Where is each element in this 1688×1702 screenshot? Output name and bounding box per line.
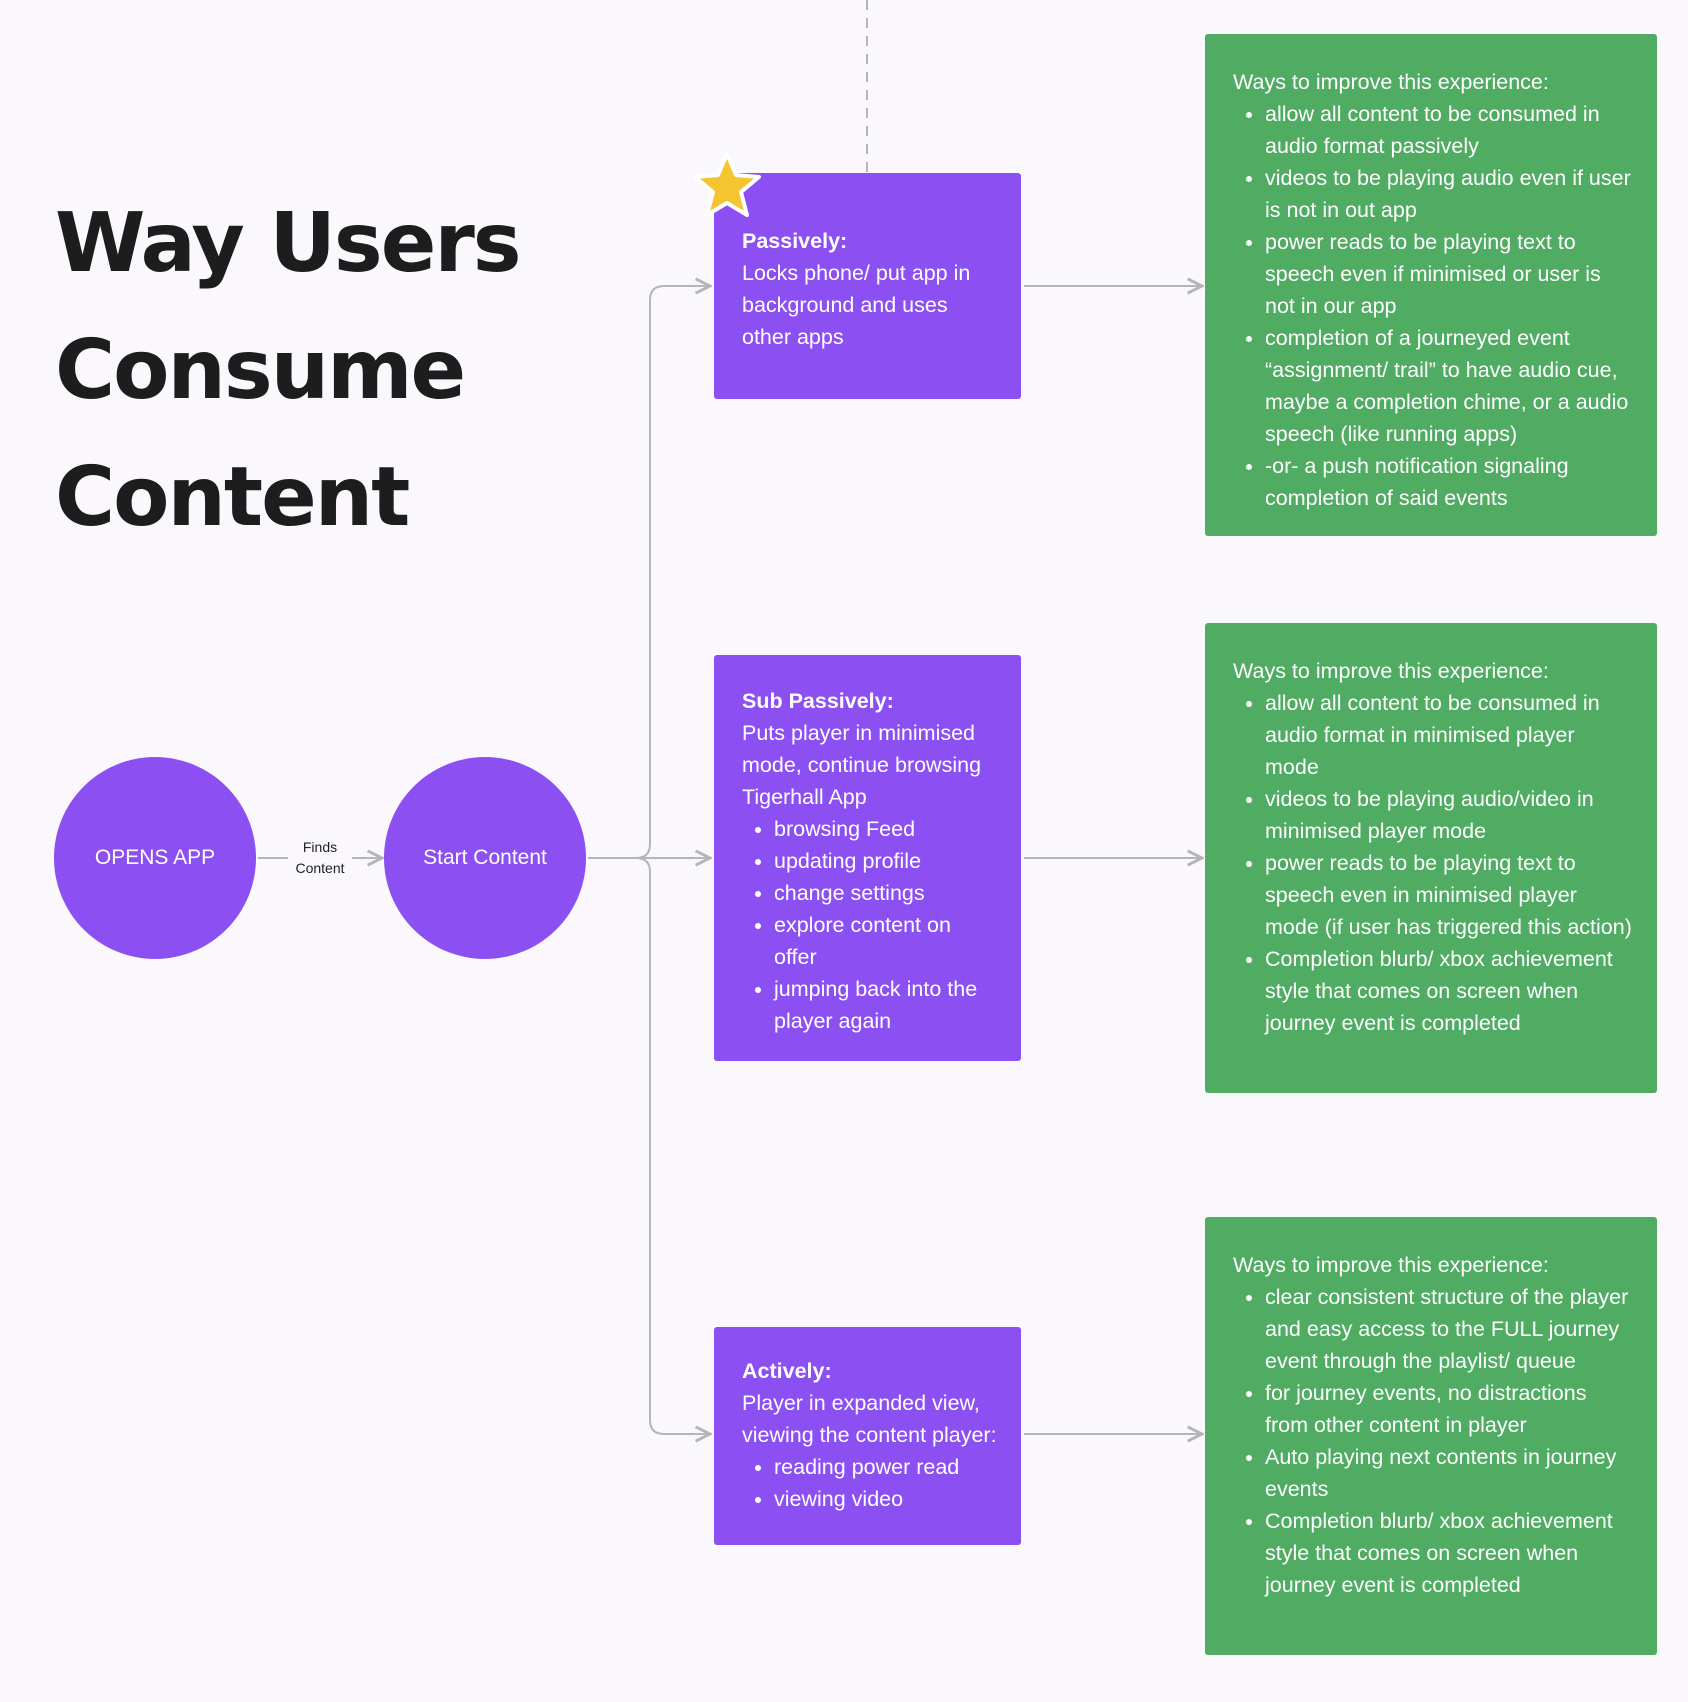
list-item: for journey events, no distractions from… [1265, 1377, 1633, 1441]
list-item: videos to be playing audio/video in mini… [1265, 783, 1633, 847]
box-heading: Sub Passively: [742, 689, 894, 713]
list-item: -or- a push notification signaling compl… [1265, 450, 1633, 514]
box-heading: Actively: [742, 1359, 832, 1383]
box-text: Locks phone/ put app in background and u… [742, 261, 971, 349]
improvement-box-passively[interactable]: Ways to improve this experience: allow a… [1205, 34, 1657, 536]
list-item: completion of a journeyed event “assignm… [1265, 322, 1633, 450]
list-item: allow all content to be consumed in audi… [1265, 687, 1633, 783]
list-item: viewing video [774, 1483, 999, 1515]
start-content-label: Start Content [423, 846, 547, 869]
box-heading: Passively: [742, 229, 848, 253]
edge-label-line: Finds [302, 839, 338, 855]
title-line: Consume [55, 323, 466, 418]
star-icon [693, 152, 761, 217]
opens-app-label: OPENS APP [94, 846, 216, 869]
list-item: allow all content to be consumed in audi… [1265, 98, 1633, 162]
opens-app-node[interactable]: OPENS APP [54, 757, 256, 959]
list-item: videos to be playing audio even if user … [1265, 162, 1633, 226]
improvement-box-sub-passively[interactable]: Ways to improve this experience: allow a… [1205, 623, 1657, 1093]
passively-box[interactable]: Passively: Locks phone/ put app in backg… [714, 173, 1021, 399]
actively-box[interactable]: Actively: Player in expanded view, viewi… [714, 1327, 1021, 1545]
improvement-heading: Ways to improve this experience: [1233, 1253, 1549, 1277]
start-content-node[interactable]: Start Content [384, 757, 586, 959]
improvement-list: allow all content to be consumed in audi… [1233, 687, 1633, 1039]
list-item: explore content on offer [774, 909, 999, 973]
list-item: clear consistent structure of the player… [1265, 1281, 1633, 1377]
improvement-list: allow all content to be consumed in audi… [1233, 98, 1633, 514]
list-item: reading power read [774, 1451, 999, 1483]
title-line: Content [55, 450, 410, 545]
improvement-heading: Ways to improve this experience: [1233, 70, 1549, 94]
box-text: Puts player in minimised mode, continue … [742, 721, 982, 809]
list-item: Completion blurb/ xbox achievement style… [1265, 943, 1633, 1039]
list-item: Completion blurb/ xbox achievement style… [1265, 1505, 1633, 1601]
edge-label-line: Content [295, 860, 345, 876]
improvement-list: clear consistent structure of the player… [1233, 1281, 1633, 1601]
box-list: reading power read viewing video [742, 1451, 999, 1515]
list-item: power reads to be playing text to speech… [1265, 847, 1633, 943]
title-line: Way Users [55, 196, 522, 291]
sub-passively-box[interactable]: Sub Passively: Puts player in minimised … [714, 655, 1021, 1061]
list-item: Auto playing next contents in journey ev… [1265, 1441, 1633, 1505]
finds-content-label: Finds Content [270, 837, 370, 879]
list-item: change settings [774, 877, 999, 909]
improvement-box-actively[interactable]: Ways to improve this experience: clear c… [1205, 1217, 1657, 1655]
box-list: browsing Feed updating profile change se… [742, 813, 999, 1037]
list-item: browsing Feed [774, 813, 999, 845]
list-item: power reads to be playing text to speech… [1265, 226, 1633, 322]
edge-start-to-actively [635, 857, 710, 1434]
list-item: updating profile [774, 845, 999, 877]
improvement-heading: Ways to improve this experience: [1233, 659, 1549, 683]
box-text: Player in expanded view, viewing the con… [742, 1391, 997, 1447]
page-title: Way Users Consume Content [55, 180, 655, 561]
list-item: jumping back into the player again [774, 973, 999, 1037]
